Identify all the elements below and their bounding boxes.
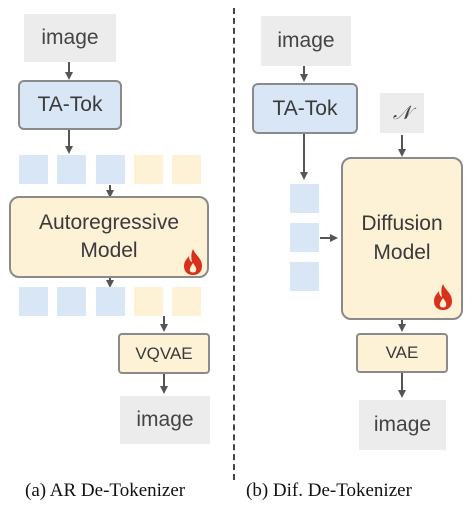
ar-input-image-label: image: [41, 26, 99, 49]
noise-label: 𝒩: [392, 102, 412, 124]
ar-output-token-image: [134, 287, 163, 316]
ar-ta-tok-label: TA-Tok: [37, 93, 103, 116]
ar-output-token-text: [57, 287, 86, 316]
panel-divider: [233, 8, 235, 480]
dif-input-image: image: [261, 16, 351, 66]
vae-label: VAE: [385, 343, 419, 362]
dif-ta-tok-label: TA-Tok: [272, 96, 338, 120]
ar-model-line1: Autoregressive: [38, 210, 180, 234]
autoregressive-model-box: Autoregressive Model: [9, 196, 209, 278]
vqvae-label: VQVAE: [135, 343, 193, 363]
dif-ta-tok-box: TA-Tok: [252, 83, 358, 134]
ar-output-token-text: [19, 287, 48, 316]
ar-input-token-text: [57, 155, 86, 184]
ar-ta-tok-box: TA-Tok: [18, 80, 122, 130]
ar-output-token-image: [172, 287, 201, 316]
dif-output-image-label: image: [373, 413, 432, 436]
ar-output-image: image: [120, 396, 210, 444]
ar-input-token-text: [19, 155, 48, 184]
caption-dif-de-tokenizer: (b) Dif. De-Tokenizer: [246, 480, 412, 501]
ar-output-token-text: [96, 287, 125, 316]
vae-box: VAE: [356, 333, 448, 373]
vqvae-box: VQVAE: [118, 333, 210, 374]
noise-box: 𝒩: [380, 93, 424, 133]
ar-output-image-label: image: [136, 408, 194, 431]
dif-token-text: [290, 223, 319, 252]
ar-input-token-image: [134, 155, 163, 184]
diffusion-model-line1: Diffusion: [361, 212, 443, 236]
dif-output-image: image: [359, 400, 446, 450]
dif-token-text: [290, 184, 319, 213]
ar-input-token-image: [172, 155, 201, 184]
dif-token-text: [290, 262, 319, 291]
diffusion-model-box: Diffusion Model: [341, 157, 463, 320]
caption-ar-de-tokenizer: (a) AR De-Tokenizer: [25, 480, 186, 501]
ar-input-token-text: [96, 155, 125, 184]
flame-icon: [184, 249, 202, 275]
diffusion-model-line2: Model: [373, 240, 431, 264]
flame-icon: [434, 284, 452, 310]
dif-input-image-label: image: [277, 29, 335, 52]
ar-input-image: image: [24, 14, 116, 62]
ar-model-line2: Model: [80, 239, 138, 262]
